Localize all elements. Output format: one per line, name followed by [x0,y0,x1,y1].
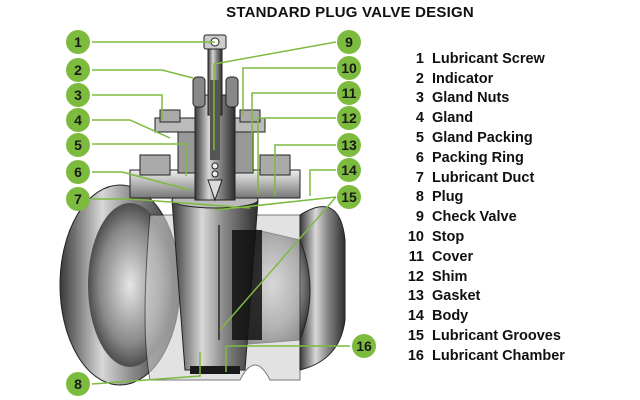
svg-text:11: 11 [342,85,357,101]
leader-15b [219,196,337,331]
callout-10: 10 [337,56,361,80]
leader-6 [92,171,191,191]
leader-16 [225,345,350,372]
callout-14: 14 [337,158,361,182]
indicator-stem [192,34,239,202]
callout-11: 11 [337,81,361,105]
svg-text:9: 9 [345,34,353,50]
callout-13: 13 [337,133,361,157]
callout-15: 15 [337,185,361,209]
callout-12: 12 [337,106,361,130]
svg-text:13: 13 [341,137,357,153]
callout-3: 3 [66,83,90,107]
svg-text:1: 1 [74,34,82,50]
svg-text:4: 4 [74,112,82,128]
callout-2: 2 [66,58,90,82]
leader-lines [91,41,350,385]
leader-11 [251,92,336,172]
leader-14 [309,169,336,196]
svg-text:7: 7 [74,191,82,207]
svg-text:5: 5 [74,137,82,153]
svg-text:10: 10 [341,60,357,76]
svg-text:14: 14 [341,162,357,178]
callout-7: 7 [66,187,90,211]
callout-badges: 1 2 3 4 5 6 7 8 9 10 11 12 13 14 15 16 [66,30,376,396]
svg-text:2: 2 [74,62,82,78]
svg-text:8: 8 [74,376,82,392]
callout-6: 6 [66,160,90,184]
svg-text:6: 6 [74,164,82,180]
leader-2 [92,69,194,79]
leader-15a [214,196,337,211]
svg-text:3: 3 [74,87,82,103]
callout-5: 5 [66,133,90,157]
svg-text:16: 16 [356,338,372,354]
leader-3 [92,94,163,120]
leader-7 [92,198,251,209]
svg-text:12: 12 [341,110,357,126]
callout-4: 4 [66,108,90,132]
svg-text:15: 15 [341,189,357,205]
callout-8: 8 [66,372,90,396]
diagram-title: STANDARD PLUG VALVE DESIGN [226,4,474,21]
callout-1: 1 [66,30,90,54]
leader-5 [92,143,187,176]
leader-8 [91,352,201,385]
leader-10 [242,67,336,115]
leader-13 [274,144,336,196]
leader-12 [257,117,336,195]
leader-9 [213,41,337,150]
callout-16: 16 [352,334,376,358]
leader-4 [92,119,171,139]
callout-9: 9 [337,30,361,54]
